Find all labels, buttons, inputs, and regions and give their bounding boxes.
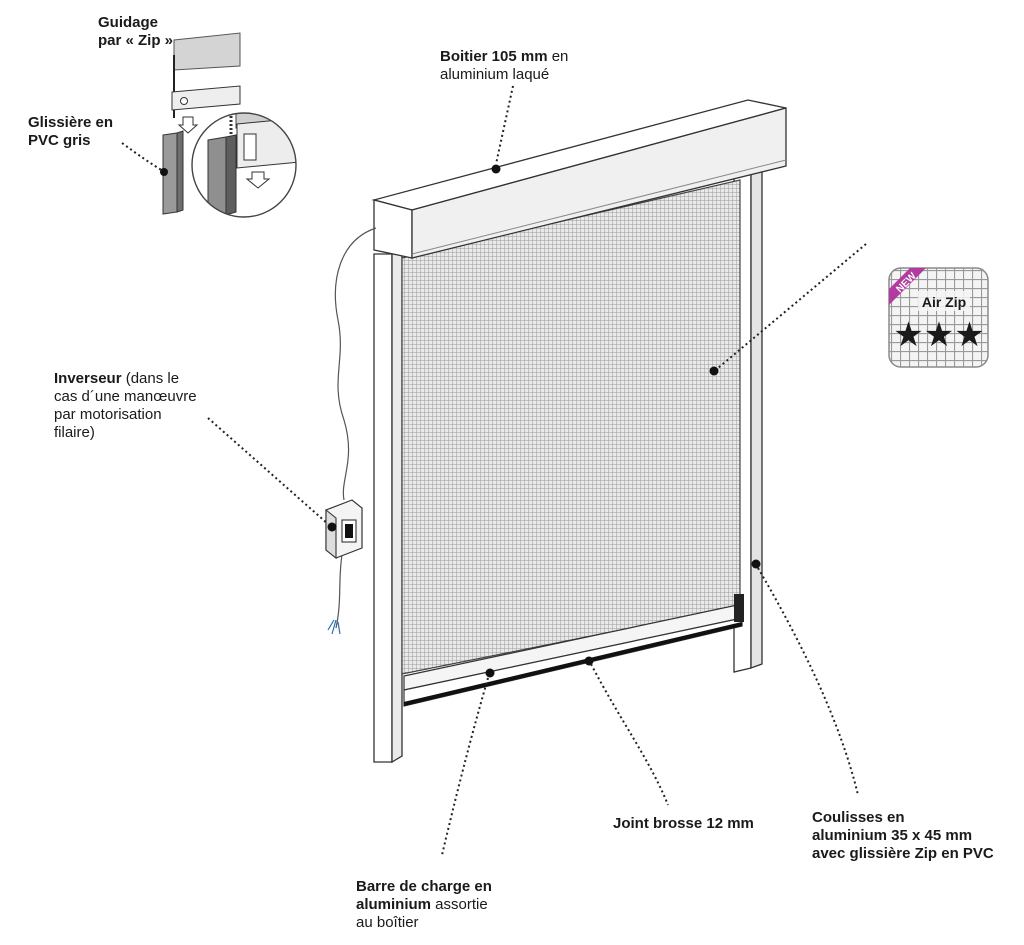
- star-icon: ★★★: [893, 316, 984, 354]
- label-guidage: Guidage par « Zip »: [98, 14, 174, 49]
- label-coulisses: Coulisses en aluminium 35 x 45 mm avec g…: [812, 809, 994, 862]
- zip-detail: [121, 32, 297, 218]
- label-boitier: Boitier 105 mm en aluminium laqué: [440, 48, 569, 83]
- label-joint: Joint brosse 12 mm: [613, 815, 754, 832]
- glissiere-marker: [160, 168, 168, 176]
- air-zip-badge: NEW Air Zip ★★★: [888, 267, 989, 368]
- label-glissiere: Glissière en PVC gris: [28, 114, 114, 149]
- screen-unit: [207, 85, 867, 856]
- switch-icon: [325, 499, 363, 560]
- label-barre: Barre de charge en aluminium assortie au…: [356, 878, 492, 931]
- badge-title: Air Zip: [922, 294, 966, 310]
- label-inverseur: Inverseur (dans le cas d´une manœuvre pa…: [54, 370, 197, 441]
- arrow-down-icon: [177, 116, 199, 134]
